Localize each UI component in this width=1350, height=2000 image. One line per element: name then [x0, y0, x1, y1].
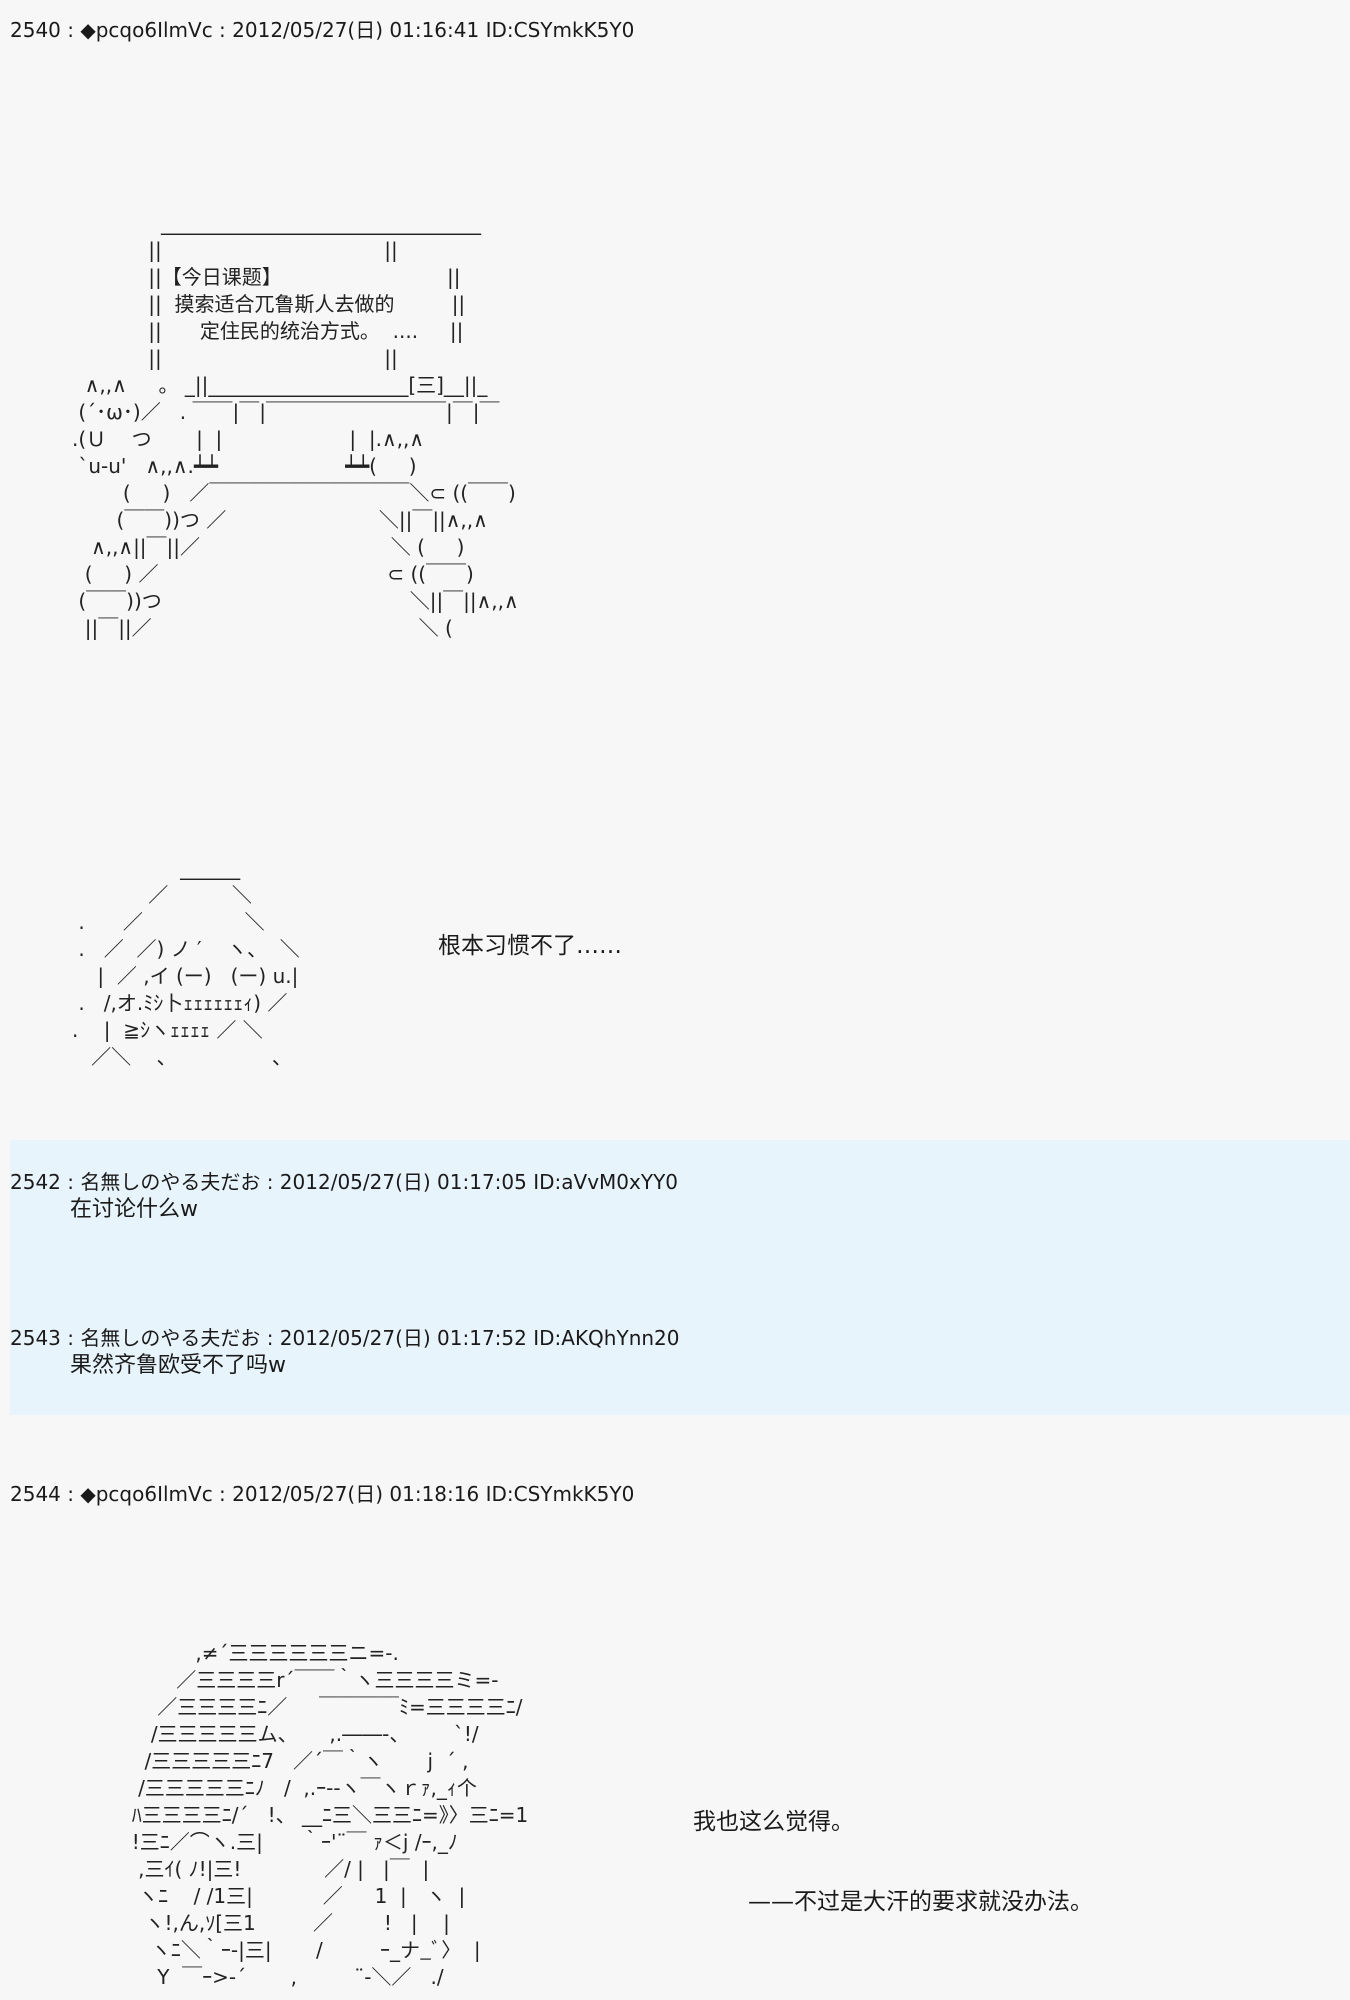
ascii-art-character: ______ ／ ＼ . ／ ＼ . ／ ／) ノ ′ ヽ、 ＼ | ／ ,イ … [72, 856, 300, 1069]
post-header: 2544 : ◆pcqo6IlmVc : 2012/05/27(日) 01:18… [10, 1482, 635, 1506]
post-2540: 2540 : ◆pcqo6IlmVc : 2012/05/27(日) 01:16… [10, 0, 1350, 1130]
post-text: 根本习惯不了…… [438, 933, 622, 959]
post-2544: 2544 : ◆pcqo6IlmVc : 2012/05/27(日) 01:18… [10, 1470, 1350, 2000]
reply-highlight [10, 1140, 1350, 1415]
post-text: ——不过是大汗的要求就没办法。 [748, 1889, 1093, 1915]
post-header: 2543 : 名無しのやる夫だお : 2012/05/27(日) 01:17:5… [10, 1326, 680, 1350]
ascii-art-character: ,≠´三三三三三三ニ=-. ／三三三三r´￣￣｀ヽ三三三三ミ=‐ ／三三三三ﾆ／… [131, 1641, 529, 1989]
post-body: 果然齐鲁欧受不了吗w [70, 1353, 286, 1378]
post-2543: 2543 : 名無しのやる夫だお : 2012/05/27(日) 01:17:5… [10, 1318, 1350, 1418]
post-body: 在讨论什么w [70, 1197, 198, 1222]
post-header: 2540 : ◆pcqo6IlmVc : 2012/05/27(日) 01:16… [10, 18, 635, 42]
post-2542: 2542 : 名無しのやる夫だお : 2012/05/27(日) 01:17:0… [10, 1160, 1350, 1270]
post-text: 我也这么觉得。 [693, 1809, 854, 1835]
post-header: 2542 : 名無しのやる夫だお : 2012/05/27(日) 01:17:0… [10, 1170, 679, 1194]
ascii-art-signboard: ________________________________ || || |… [72, 211, 519, 640]
